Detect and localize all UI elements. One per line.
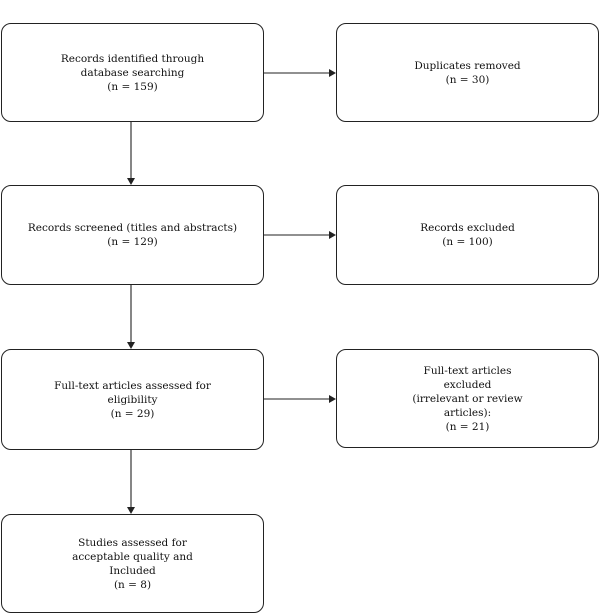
fulltext-excluded-count: (n = 21)	[445, 420, 490, 433]
box-fulltext-assessed: Full-text articles assessed for eligibil…	[1, 349, 264, 450]
fulltext-assessed-count: (n = 29)	[110, 407, 155, 420]
fulltext-assessed-line-1: Full-text articles assessed for	[54, 379, 211, 392]
fulltext-excluded-line-4: articles):	[443, 406, 492, 419]
studies-included-line-1: Studies assessed for	[78, 536, 187, 549]
arrow-screened-to-excluded	[264, 231, 336, 239]
fulltext-excluded-line-3: (irrelevant or review	[412, 392, 523, 405]
records-identified-line-2: database searching	[80, 66, 185, 79]
records-screened-count: (n = 129)	[107, 236, 158, 248]
box-fulltext-excluded: Full-text articles excluded (irrelevant …	[336, 349, 599, 448]
arrow-fulltext-to-included	[127, 450, 135, 514]
records-screened-label: Records screened (titles and abstracts)	[27, 222, 238, 234]
studies-included-line-2: acceptable quality and	[72, 550, 193, 563]
records-excluded-count: (n = 100)	[442, 236, 493, 248]
box-studies-included: Studies assessed for acceptable quality …	[1, 514, 264, 613]
box-records-excluded: Records excluded (n = 100)	[336, 185, 599, 285]
fulltext-excluded-line-2: excluded	[443, 378, 492, 391]
records-identified-count: (n = 159)	[107, 80, 158, 93]
arrow-identified-to-duplicates	[264, 69, 336, 77]
studies-included-count: (n = 8)	[113, 578, 152, 591]
arrow-identified-to-screened	[127, 122, 135, 185]
records-excluded-label: Records excluded	[420, 222, 515, 234]
duplicates-removed-count: (n = 30)	[445, 73, 490, 86]
arrow-screened-to-fulltext	[127, 285, 135, 349]
arrow-fulltext-to-excluded	[264, 395, 336, 403]
records-identified-line-1: Records identified through	[60, 52, 205, 65]
box-records-screened: Records screened (titles and abstracts) …	[1, 185, 264, 285]
duplicates-removed-label: Duplicates removed	[414, 59, 521, 72]
fulltext-excluded-line-1: Full-text articles	[423, 364, 512, 377]
studies-included-line-3: Included	[109, 564, 156, 577]
box-records-identified: Records identified through database sear…	[1, 23, 264, 122]
fulltext-assessed-line-2: eligibility	[107, 393, 158, 406]
box-duplicates-removed: Duplicates removed (n = 30)	[336, 23, 599, 122]
